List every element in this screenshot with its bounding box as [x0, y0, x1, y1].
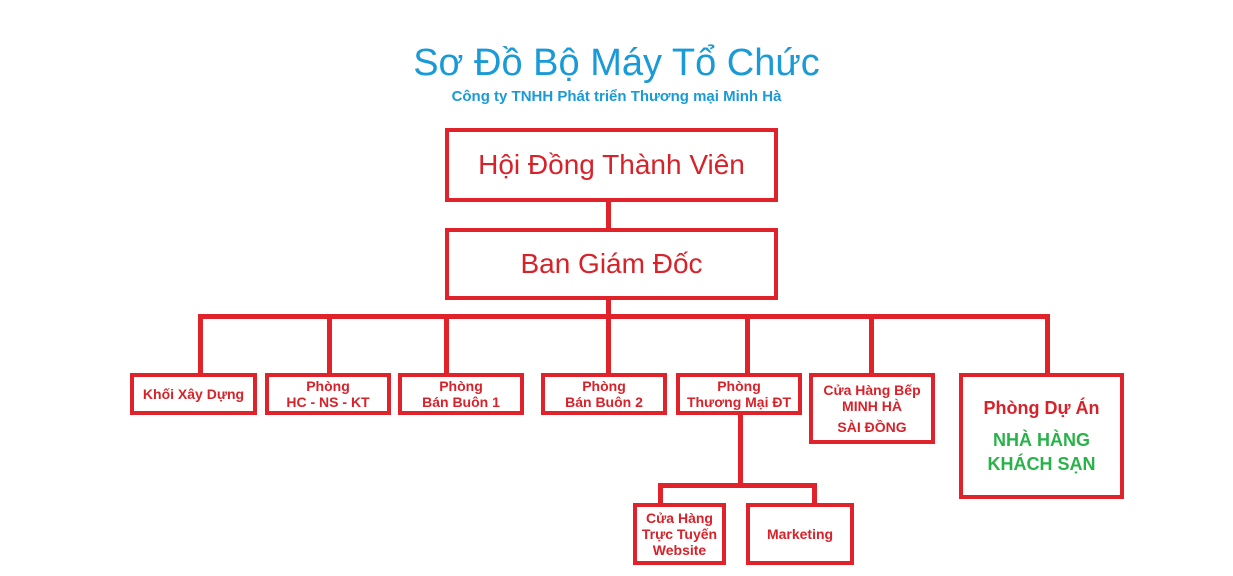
node-label-line1: Cửa Hàng: [646, 510, 713, 526]
node-phong-du-an: Phòng Dự Án NHÀ HÀNG KHÁCH SẠN: [959, 373, 1124, 499]
node-label-line1: Phòng: [439, 378, 483, 394]
node-label: Ban Giám Đốc: [520, 248, 703, 279]
node-label-line1: Phòng: [582, 378, 626, 394]
node-label-line3: Website: [652, 542, 707, 558]
node-label-line2: NHÀ HÀNG: [993, 430, 1090, 450]
chart-title: Sơ Đồ Bộ Máy Tổ Chức: [413, 42, 820, 84]
node-label: Hội Đồng Thành Viên: [478, 149, 745, 180]
connector-thuong-mai-down: [738, 410, 743, 486]
connector-drop-marketing: [812, 483, 817, 505]
node-label-line2: Trực Tuyến: [641, 526, 718, 542]
node-label-line2: HC - NS - KT: [286, 394, 370, 410]
node-cua-hang-bep: Cửa Hàng Bếp MINH HÀ SÀI ĐỒNG: [809, 373, 935, 444]
node-ban-giam-doc: Ban Giám Đốc: [445, 228, 778, 300]
node-ban-buon-1: Phòng Bán Buôn 1: [398, 373, 524, 415]
node-label-line1: Phòng: [717, 378, 761, 394]
connector-drop-cua-hang-bep: [869, 314, 874, 375]
node-label: Khối Xây Dựng: [142, 386, 245, 402]
connector-department-bus: [198, 314, 1050, 319]
node-thuong-mai-dt: Phòng Thương Mại ĐT: [676, 373, 802, 415]
connector-drop-thuong-mai: [745, 314, 750, 375]
node-cua-hang-truc-tuyen: Cửa Hàng Trực Tuyến Website: [633, 503, 726, 565]
node-label: Marketing: [766, 526, 834, 542]
node-label-line2: Bán Buôn 2: [565, 394, 643, 410]
connector-board-to-bus: [606, 296, 611, 316]
node-marketing: Marketing: [746, 503, 854, 565]
node-label-line2: Thương Mại ĐT: [686, 394, 792, 410]
connector-drop-truc-tuyen: [658, 483, 663, 505]
node-label-line3: KHÁCH SẠN: [987, 454, 1096, 474]
node-label-line3: SÀI ĐỒNG: [837, 419, 907, 435]
node-hoi-dong-thanh-vien: Hội Đồng Thành Viên: [445, 128, 778, 202]
node-khoi-xay-dung: Khối Xây Dựng: [130, 373, 257, 415]
node-label-line1: Phòng Dự Án: [983, 398, 1100, 418]
node-phong-hc-ns-kt: Phòng HC - NS - KT: [265, 373, 391, 415]
chart-subtitle: Công ty TNHH Phát triển Thương mại Minh …: [451, 88, 782, 105]
node-label-line2: MINH HÀ: [842, 398, 902, 414]
connector-drop-ban-buon-1: [444, 314, 449, 375]
connector-council-to-board: [606, 200, 611, 230]
connector-drop-phong-hc: [327, 314, 332, 375]
connector-drop-du-an: [1045, 314, 1050, 375]
node-ban-buon-2: Phòng Bán Buôn 2: [541, 373, 667, 415]
node-label-line1: Cửa Hàng Bếp: [823, 382, 921, 398]
node-label-line1: Phòng: [306, 378, 350, 394]
connector-sub-bus: [658, 483, 817, 488]
connector-drop-khoi-xay-dung: [198, 314, 203, 375]
connector-drop-ban-buon-2: [606, 314, 611, 375]
node-label-line2: Bán Buôn 1: [422, 394, 500, 410]
